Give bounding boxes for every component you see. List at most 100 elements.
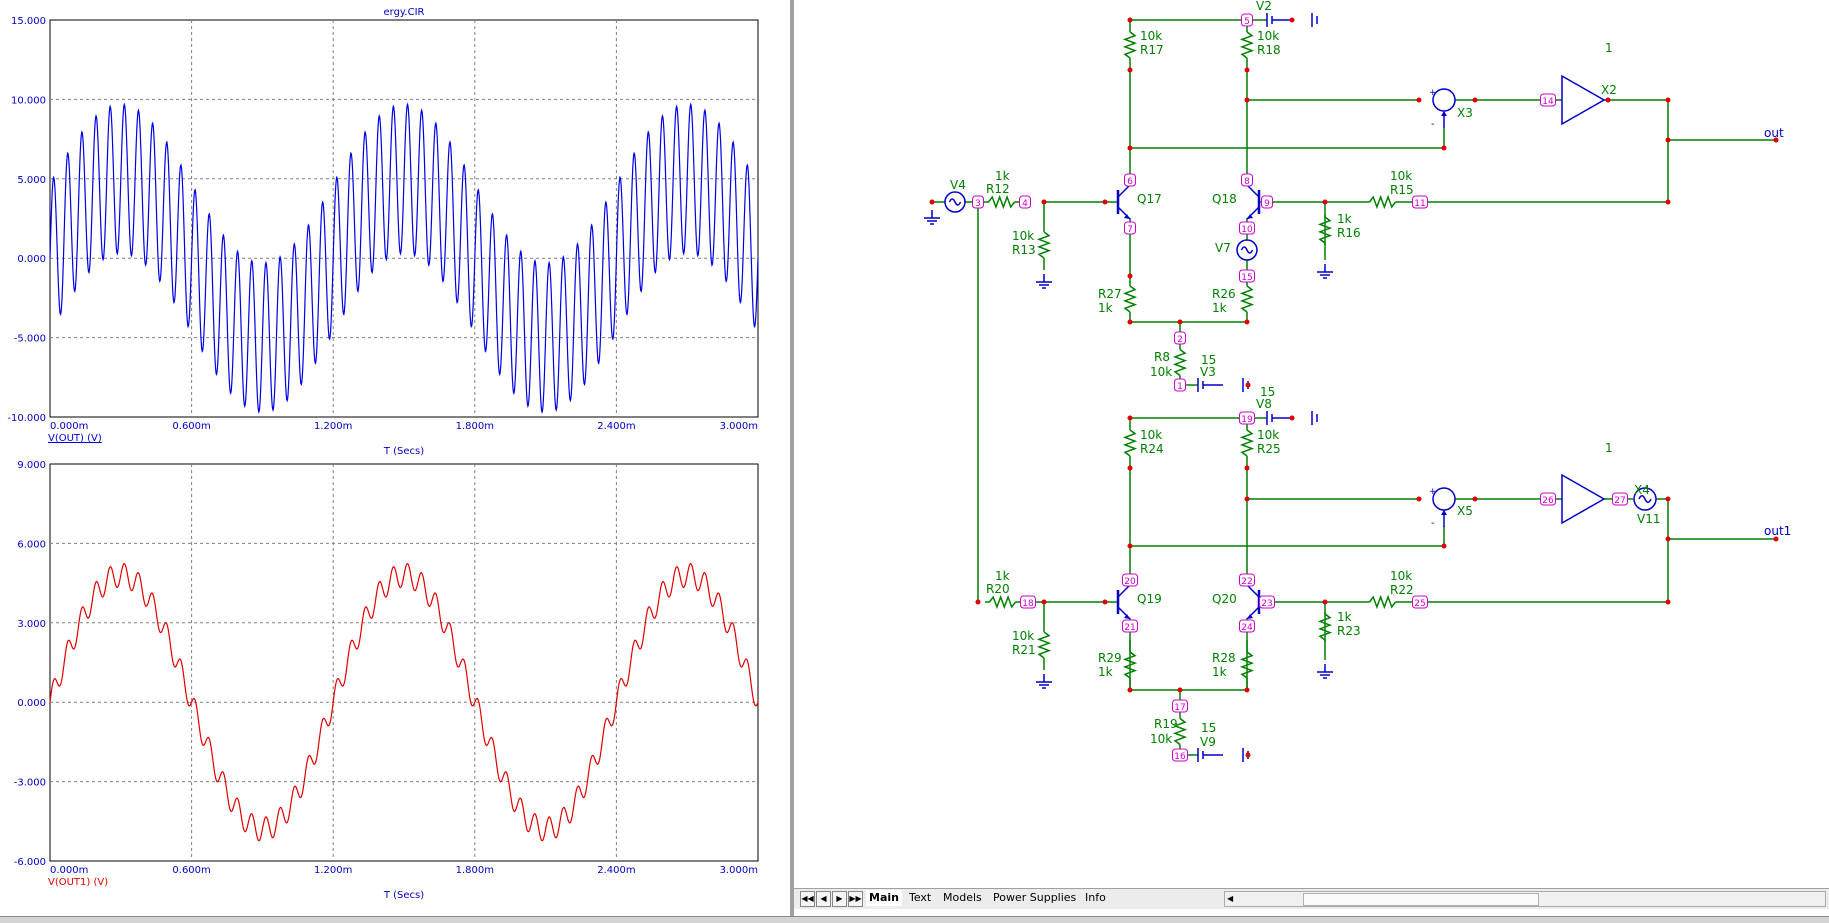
node-label-9: 9: [1261, 195, 1273, 209]
component-label: R18: [1257, 43, 1281, 57]
junction-dot: [1665, 137, 1671, 143]
resistor-symbol: [1239, 31, 1255, 59]
junction-dot: [1244, 496, 1250, 502]
junction-dot: [1127, 145, 1133, 151]
scrollbar-thumb[interactable]: [1303, 893, 1539, 906]
component-label: Q19: [1137, 592, 1162, 606]
status-strip: [0, 916, 1829, 923]
resistor-symbol: [1122, 285, 1138, 313]
component-label: X2: [1601, 83, 1617, 97]
bottom-plot-frame[interactable]: [49, 463, 759, 862]
bottom-plot-trace: [49, 562, 759, 842]
node-label-24: 24: [1239, 619, 1255, 633]
component-label: 1k: [1098, 301, 1113, 315]
scroll-left-icon[interactable]: ◀: [1227, 894, 1234, 903]
last-tab-button[interactable]: ▶▶: [848, 891, 863, 907]
junction-dot: [1472, 97, 1478, 103]
top-plot-legend[interactable]: V(OUT) (V): [48, 433, 102, 444]
component-label: 10k: [1257, 29, 1279, 43]
prev-tab-button[interactable]: ◀: [816, 891, 831, 907]
battery-icon: [1197, 378, 1249, 392]
svg-text:8: 8: [1244, 177, 1250, 187]
svg-text:-: -: [1431, 119, 1435, 130]
svg-text:1: 1: [1177, 382, 1183, 392]
component-label: 1k: [1337, 212, 1352, 226]
junction-dot: [1322, 599, 1328, 605]
component-label: Q18: [1212, 192, 1237, 206]
ground-icon: [1036, 674, 1052, 689]
next-tab-button[interactable]: ▶: [832, 891, 847, 907]
resistor-symbol: [1172, 717, 1188, 746]
junction-dot: [1441, 145, 1447, 151]
resistor-symbol: [1368, 194, 1397, 210]
component-label: R21: [1012, 643, 1036, 657]
node-label-8: 8: [1241, 173, 1253, 187]
y-tick-label: -6.000: [14, 857, 46, 868]
tab-text[interactable]: Text: [909, 891, 932, 904]
svg-text:11: 11: [1414, 199, 1425, 209]
top-plot-frame[interactable]: [49, 19, 759, 418]
junction-dot: [1127, 67, 1133, 73]
horizontal-scrollbar[interactable]: ◀: [1224, 891, 1826, 907]
component-label: Q20: [1212, 592, 1237, 606]
ground-icon: [1036, 274, 1052, 289]
component-label: 1: [1605, 41, 1613, 55]
y-tick-label: 5.000: [17, 175, 46, 186]
x-tick-label: 0.000m: [50, 865, 88, 876]
junction-dot: [1665, 536, 1671, 542]
node-label-25: 25: [1412, 595, 1428, 609]
tab-main[interactable]: Main: [866, 890, 902, 906]
x-tick-label: 2.400m: [597, 421, 635, 432]
svg-text:26: 26: [1542, 496, 1554, 506]
tab-info[interactable]: Info: [1085, 891, 1106, 904]
node-label-20: 20: [1122, 573, 1138, 587]
y-tick-label: 15.000: [11, 16, 46, 27]
junction-dot: [1289, 17, 1295, 23]
component-label: 10k: [1150, 732, 1172, 746]
wire: [1130, 128, 1445, 149]
component-label: R24: [1140, 442, 1164, 456]
bottom-plot-legend[interactable]: V(OUT1) (V): [48, 877, 108, 888]
component-label: R16: [1337, 226, 1361, 240]
resistor-symbol: [1239, 651, 1255, 679]
svg-text:5: 5: [1244, 17, 1250, 27]
summer-icon: +-: [1429, 88, 1456, 130]
junction-dot: [1177, 319, 1183, 325]
junction-dot: [1177, 687, 1183, 693]
svg-text:-: -: [1431, 518, 1435, 529]
y-tick-label: -10.000: [7, 413, 46, 424]
output-terminal-dot: [1773, 536, 1779, 542]
component-label: V3: [1200, 365, 1216, 379]
junction-dot: [1127, 543, 1133, 549]
resistor-symbol: [1122, 31, 1138, 59]
component-label: 1k: [1212, 665, 1227, 679]
tab-models[interactable]: Models: [943, 891, 982, 904]
ac-source-icon: [1236, 239, 1258, 261]
component-label: V8: [1256, 397, 1272, 411]
node-label-10: 10: [1239, 221, 1255, 235]
junction-dot: [1665, 199, 1671, 205]
svg-text:9: 9: [1264, 199, 1270, 209]
y-tick-label: 9.000: [17, 460, 46, 471]
tab-power-supplies[interactable]: Power Supplies: [993, 891, 1077, 904]
ground-icon: [1317, 264, 1333, 279]
first-tab-button[interactable]: ◀◀: [800, 891, 815, 907]
junction-dot: [1102, 599, 1108, 605]
svg-text:23: 23: [1261, 599, 1272, 609]
schematic-wires: [932, 19, 1776, 756]
svg-text:2: 2: [1177, 335, 1183, 345]
junction-dot: [1245, 752, 1251, 758]
node-label-5: 5: [1241, 13, 1253, 27]
component-label: R15: [1390, 183, 1414, 197]
svg-text:7: 7: [1127, 225, 1133, 235]
svg-text:21: 21: [1124, 623, 1135, 633]
bottom-plot-grid: [50, 464, 758, 861]
pane-splitter[interactable]: [790, 0, 794, 916]
resistor-symbol: [1122, 651, 1138, 679]
